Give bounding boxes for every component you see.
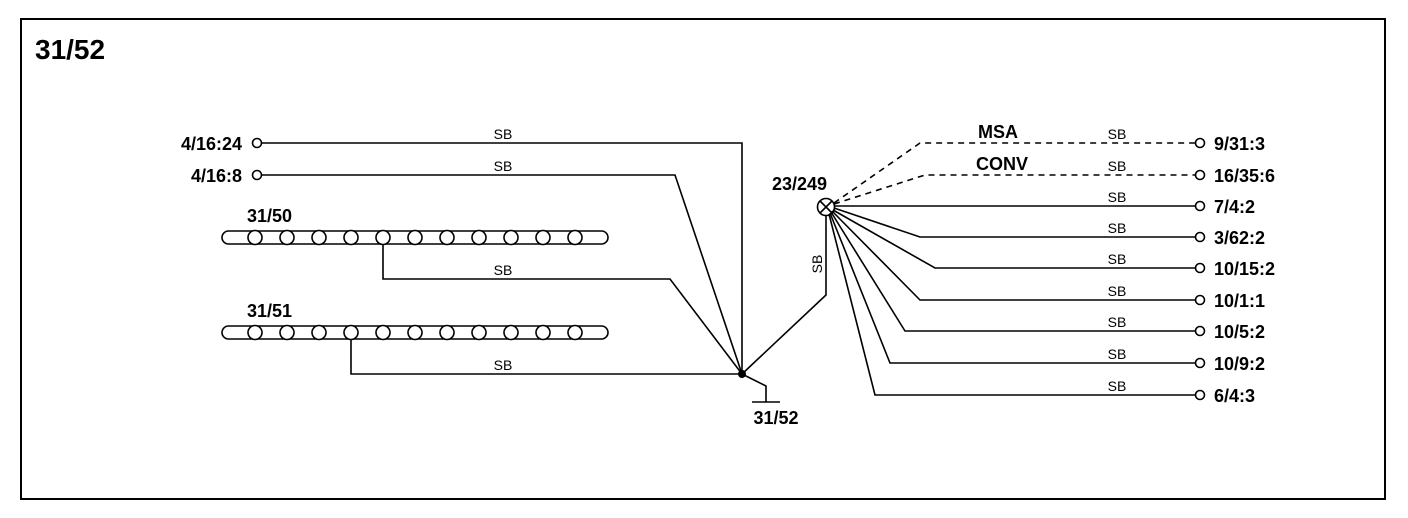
- pin-4: [343, 324, 359, 341]
- wire-right-9-color: SB: [1108, 378, 1127, 394]
- wire-left-2: [262, 174, 743, 375]
- pin-10: [535, 324, 551, 341]
- terminal-icon: [1194, 325, 1206, 337]
- terminal-icon: [1194, 262, 1206, 274]
- right-terminal-8-label: 10/9:2: [1214, 354, 1265, 374]
- connector-31-50: 31/50: [221, 206, 609, 246]
- wire-31-50-color: SB: [494, 262, 513, 278]
- wire-right-1-option: MSA: [978, 122, 1018, 142]
- left-terminal-1: 4/16:24: [181, 134, 263, 154]
- pin-5: [375, 324, 391, 341]
- wire-right-6: [831, 210, 1195, 301]
- wire-31-51-color: SB: [494, 357, 513, 373]
- terminal-icon: [1194, 137, 1206, 149]
- right-terminal-1-label: 9/31:3: [1214, 134, 1265, 154]
- ground-label: 31/52: [753, 408, 798, 428]
- wire-right-8: [829, 212, 1195, 364]
- splice-cross-b: [819, 200, 833, 214]
- pin-11: [567, 229, 583, 246]
- wire-left-1-color: SB: [494, 126, 513, 142]
- right-terminal-2-label: 16/35:6: [1214, 166, 1275, 186]
- wire-right-8-color: SB: [1108, 346, 1127, 362]
- pin-5: [375, 229, 391, 246]
- right-terminal-3-label: 7/4:2: [1214, 197, 1255, 217]
- right-terminal-1: 9/31:3: [1194, 134, 1265, 154]
- pin-2: [279, 229, 295, 246]
- ground-symbol: 31/52: [741, 373, 799, 428]
- connector-31-51: 31/51: [221, 301, 609, 341]
- pin-8: [471, 324, 487, 341]
- wire-right-4: [833, 207, 1195, 238]
- right-terminal-8: 10/9:2: [1194, 354, 1265, 374]
- diagram-frame: [20, 18, 1386, 500]
- terminal-icon: [1194, 200, 1206, 212]
- pin-1: [247, 324, 263, 341]
- pin-9: [503, 324, 519, 341]
- wire-ground-splice-color: SB: [809, 255, 825, 274]
- wire-left-2-color: SB: [494, 158, 513, 174]
- right-terminal-6: 10/1:1: [1194, 291, 1265, 311]
- pin-10: [535, 229, 551, 246]
- connector-31-51-label: 31/51: [247, 301, 292, 321]
- connector-pins: [247, 324, 583, 341]
- pin-3: [311, 324, 327, 341]
- pin-1: [247, 229, 263, 246]
- connector-31-50-label: 31/50: [247, 206, 292, 226]
- pin-3: [311, 229, 327, 246]
- ground-lead: [741, 373, 767, 402]
- left-terminal-1-label: 4/16:24: [181, 134, 242, 154]
- right-terminal-9-label: 6/4:3: [1214, 386, 1255, 406]
- splice-23-249: 23/249: [772, 174, 836, 217]
- wire-right-7-color: SB: [1108, 314, 1127, 330]
- left-terminal-2-label: 4/16:8: [191, 166, 242, 186]
- terminal-icon: [1194, 389, 1206, 401]
- pin-6: [407, 229, 423, 246]
- left-terminal-2: 4/16:8: [191, 166, 263, 186]
- terminal-icon: [251, 169, 263, 181]
- splice-label: 23/249: [772, 174, 827, 194]
- pin-7: [439, 324, 455, 341]
- pin-2: [279, 324, 295, 341]
- wire-right-2-option: CONV: [976, 154, 1028, 174]
- wire-right-7: [830, 211, 1195, 332]
- wire-right-2: [833, 174, 1195, 205]
- right-terminal-4: 3/62:2: [1194, 228, 1265, 248]
- terminal-icon: [1194, 357, 1206, 369]
- pin-8: [471, 229, 487, 246]
- right-terminal-5: 10/15:2: [1194, 259, 1275, 279]
- pin-9: [503, 229, 519, 246]
- wire-right-1-color: SB: [1108, 126, 1127, 142]
- wire-left-1: [262, 142, 743, 374]
- wire-right-5-color: SB: [1108, 251, 1127, 267]
- pin-11: [567, 324, 583, 341]
- wire-right-6-color: SB: [1108, 283, 1127, 299]
- right-terminal-7-label: 10/5:2: [1214, 322, 1265, 342]
- right-terminal-9: 6/4:3: [1194, 386, 1255, 406]
- wire-ground-splice: [741, 216, 827, 375]
- terminal-icon: [1194, 169, 1206, 181]
- wire-right-5: [832, 209, 1195, 269]
- terminal-icon: [1194, 231, 1206, 243]
- page-title: 31/52: [35, 34, 106, 65]
- right-terminal-5-label: 10/15:2: [1214, 259, 1275, 279]
- wire-right-3-color: SB: [1108, 189, 1127, 205]
- pin-6: [407, 324, 423, 341]
- pin-7: [439, 229, 455, 246]
- right-terminal-7: 10/5:2: [1194, 322, 1265, 342]
- right-terminal-6-label: 10/1:1: [1214, 291, 1265, 311]
- right-terminal-4-label: 3/62:2: [1214, 228, 1265, 248]
- terminal-icon: [1194, 294, 1206, 306]
- wire-31-51: [350, 339, 742, 375]
- wire-right-4-color: SB: [1108, 220, 1127, 236]
- connector-pins: [247, 229, 583, 246]
- terminal-icon: [251, 137, 263, 149]
- wire-right-2-color: SB: [1108, 158, 1127, 174]
- pin-4: [343, 229, 359, 246]
- wire-31-50: [382, 244, 743, 375]
- right-terminal-3: 7/4:2: [1194, 197, 1255, 217]
- wire-right-9: [828, 213, 1195, 396]
- right-terminal-2: 16/35:6: [1194, 166, 1275, 186]
- wire-right-1: [833, 142, 1195, 204]
